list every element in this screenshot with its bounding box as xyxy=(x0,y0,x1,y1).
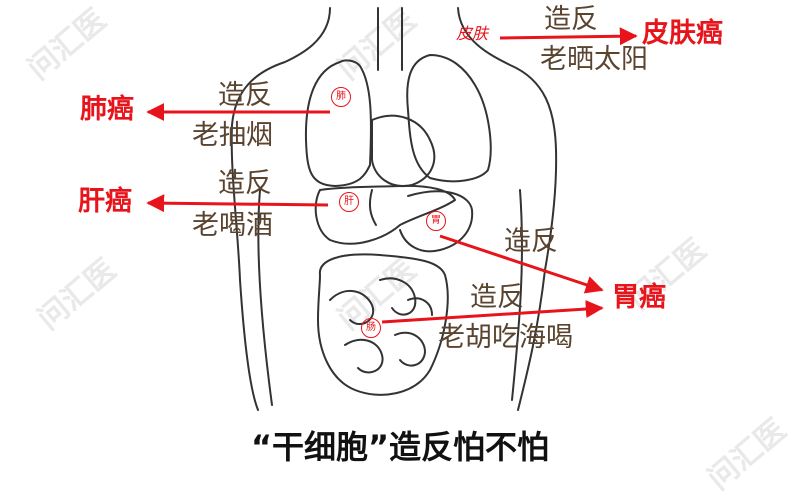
intestine-cause-2: 老胡吃海喝 xyxy=(438,324,573,351)
lung-cause-2: 老抽烟 xyxy=(192,122,273,149)
skin-arrow xyxy=(500,36,636,38)
intestines xyxy=(318,254,448,394)
caption: “干细胞”造反怕不怕 xyxy=(0,422,800,468)
skin-cancer-label: 皮肤癌 xyxy=(642,20,723,47)
heart xyxy=(372,116,434,186)
lung-cause-1: 造反 xyxy=(218,82,272,109)
stomach-marker: 胃 xyxy=(426,211,446,231)
liver-cause-1: 造反 xyxy=(218,170,272,197)
liver-marker: 肝 xyxy=(339,192,359,212)
intestine-marker: 肠 xyxy=(361,318,381,338)
liver-arrow xyxy=(148,203,328,205)
liver-cancer-label: 肝癌 xyxy=(78,188,132,215)
lung-marker: 肺 xyxy=(331,87,351,107)
skin-cause-2: 老晒太阳 xyxy=(540,46,648,73)
skin-organ-label: 皮肤 xyxy=(456,26,488,42)
skin-cause-1: 造反 xyxy=(544,6,598,33)
lung-cancer-label: 肺癌 xyxy=(80,96,134,123)
liver-cause-2: 老喝酒 xyxy=(192,212,273,239)
stomach-cancer-label: 胃癌 xyxy=(612,284,666,311)
diagram-canvas: 问汇医 问汇医 问汇医 问汇医 问汇医 问汇医 xyxy=(0,0,800,473)
lung-left xyxy=(306,60,371,186)
trachea xyxy=(378,8,402,70)
intestine-cause-1: 造反 xyxy=(470,284,524,311)
stomach-cause-1: 造反 xyxy=(504,228,558,255)
lung-right xyxy=(407,55,490,181)
anatomy-drawing xyxy=(0,0,800,473)
